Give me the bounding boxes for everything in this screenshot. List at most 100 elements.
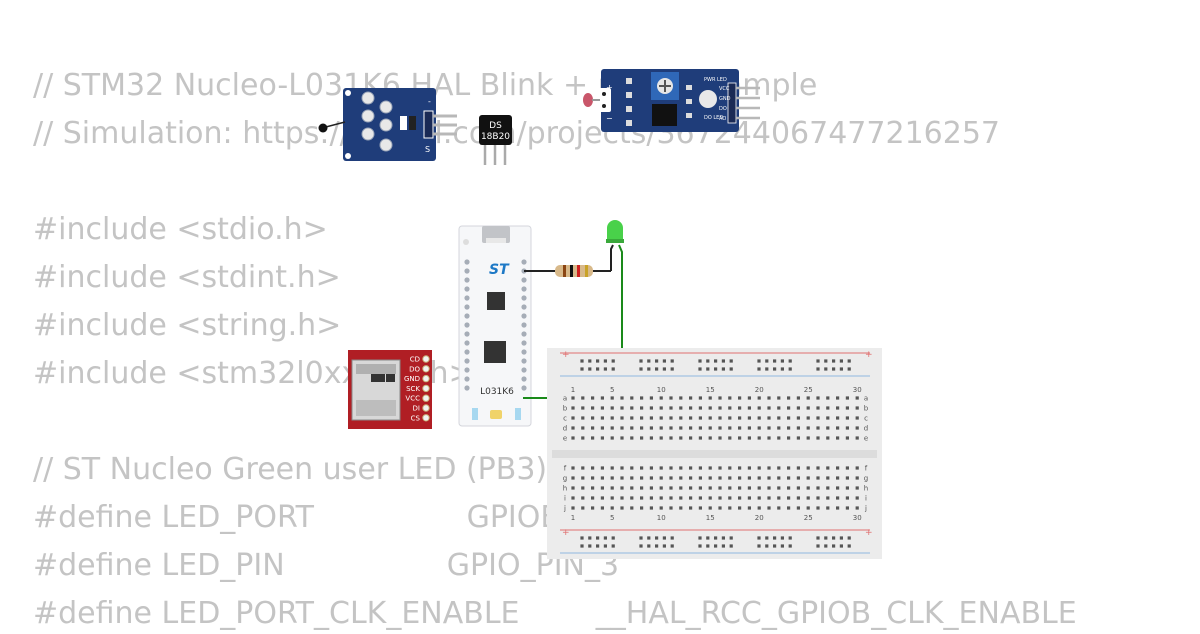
breadboard-hole[interactable] <box>777 406 781 410</box>
breadboard-hole[interactable] <box>689 506 693 510</box>
breadboard-hole[interactable] <box>571 486 575 490</box>
breadboard-hole[interactable] <box>816 536 820 540</box>
breadboard-hole[interactable] <box>714 367 718 371</box>
breadboard-hole[interactable] <box>806 486 810 490</box>
breadboard-hole[interactable] <box>845 506 849 510</box>
breadboard-hole[interactable] <box>718 486 722 490</box>
breadboard-hole[interactable] <box>757 396 761 400</box>
breadboard-hole[interactable] <box>639 359 643 363</box>
breadboard-hole[interactable] <box>855 506 859 510</box>
breadboard-hole[interactable] <box>591 406 595 410</box>
breadboard-hole[interactable] <box>780 367 784 371</box>
breadboard-hole[interactable] <box>796 476 800 480</box>
breadboard-hole[interactable] <box>757 416 761 420</box>
breadboard-hole[interactable] <box>708 496 712 500</box>
breadboard-hole[interactable] <box>640 496 644 500</box>
breadboard-hole[interactable] <box>728 496 732 500</box>
breadboard-hole[interactable] <box>647 536 651 540</box>
breadboard-hole[interactable] <box>706 367 710 371</box>
breadboard-hole[interactable] <box>816 496 820 500</box>
breadboard-hole[interactable] <box>839 544 843 548</box>
breadboard-hole[interactable] <box>630 496 634 500</box>
breadboard-hole[interactable] <box>610 486 614 490</box>
breadboard-hole[interactable] <box>777 476 781 480</box>
breadboard-hole[interactable] <box>689 416 693 420</box>
breadboard-hole[interactable] <box>796 406 800 410</box>
breadboard-hole[interactable] <box>747 416 751 420</box>
breadboard-hole[interactable] <box>773 536 777 540</box>
breadboard-hole[interactable] <box>806 396 810 400</box>
nucleo-pin[interactable] <box>464 385 470 391</box>
nucleo-pin[interactable] <box>464 268 470 274</box>
breadboard-hole[interactable] <box>718 396 722 400</box>
breadboard-hole[interactable] <box>600 416 604 420</box>
breadboard-hole[interactable] <box>816 396 820 400</box>
breadboard-hole[interactable] <box>787 496 791 500</box>
breadboard-hole[interactable] <box>591 486 595 490</box>
breadboard-hole[interactable] <box>640 436 644 440</box>
breadboard-hole[interactable] <box>845 416 849 420</box>
nucleo-pin[interactable] <box>521 385 527 391</box>
breadboard-hole[interactable] <box>630 406 634 410</box>
breadboard-hole[interactable] <box>773 359 777 363</box>
breadboard-hole[interactable] <box>824 544 828 548</box>
breadboard-hole[interactable] <box>767 486 771 490</box>
breadboard-hole[interactable] <box>649 486 653 490</box>
breadboard-hole[interactable] <box>832 544 836 548</box>
code-line[interactable]: #define LED_PORT GPIOB <box>33 500 561 535</box>
nucleo-pin[interactable] <box>521 349 527 355</box>
breadboard-hole[interactable] <box>787 426 791 430</box>
code-line[interactable]: // ST Nucleo Green user LED (PB3) <box>33 452 548 487</box>
breadboard-hole[interactable] <box>767 416 771 420</box>
breadboard-hole[interactable] <box>787 466 791 470</box>
breadboard-hole[interactable] <box>765 359 769 363</box>
breadboard-hole[interactable] <box>816 406 820 410</box>
breadboard-hole[interactable] <box>708 476 712 480</box>
breadboard-hole[interactable] <box>679 496 683 500</box>
breadboard-hole[interactable] <box>698 496 702 500</box>
breadboard-hole[interactable] <box>729 536 733 540</box>
breadboard-hole[interactable] <box>698 506 702 510</box>
nucleo-right-header[interactable] <box>521 259 527 391</box>
breadboard-hole[interactable] <box>845 466 849 470</box>
breadboard-hole[interactable] <box>581 476 585 480</box>
breadboard-hole[interactable] <box>738 466 742 470</box>
breadboard-hole[interactable] <box>679 396 683 400</box>
breadboard-hole[interactable] <box>662 544 666 548</box>
breadboard-hole[interactable] <box>826 396 830 400</box>
breadboard-hole[interactable] <box>640 506 644 510</box>
breadboard-hole[interactable] <box>788 536 792 540</box>
breadboard-hole[interactable] <box>832 367 836 371</box>
breadboard-hole[interactable] <box>728 506 732 510</box>
breadboard-hole[interactable] <box>596 536 600 540</box>
breadboard-hole[interactable] <box>729 544 733 548</box>
breadboard-hole[interactable] <box>698 486 702 490</box>
breadboard-hole[interactable] <box>630 476 634 480</box>
breadboard-hole[interactable] <box>721 359 725 363</box>
breadboard-hole[interactable] <box>796 486 800 490</box>
breadboard-hole[interactable] <box>659 496 663 500</box>
code-line[interactable]: #include <stdio.h> <box>33 212 328 247</box>
breadboard-hole[interactable] <box>738 416 742 420</box>
breadboard-hole[interactable] <box>649 406 653 410</box>
breadboard-hole[interactable] <box>571 396 575 400</box>
breadboard-hole[interactable] <box>669 426 673 430</box>
breadboard-hole[interactable] <box>630 436 634 440</box>
breadboard-hole[interactable] <box>780 536 784 540</box>
nucleo-pin[interactable] <box>521 277 527 283</box>
breadboard-hole[interactable] <box>796 466 800 470</box>
breadboard-hole[interactable] <box>698 416 702 420</box>
breadboard-hole[interactable] <box>581 416 585 420</box>
breadboard-hole[interactable] <box>640 396 644 400</box>
breadboard-hole[interactable] <box>787 396 791 400</box>
breadboard-hole[interactable] <box>757 359 761 363</box>
breadboard-hole[interactable] <box>670 536 674 540</box>
breadboard-hole[interactable] <box>591 496 595 500</box>
breadboard-hole[interactable] <box>591 506 595 510</box>
breadboard-hole[interactable] <box>669 416 673 420</box>
breadboard-hole[interactable] <box>806 506 810 510</box>
breadboard-hole[interactable] <box>600 406 604 410</box>
breadboard-hole[interactable] <box>588 367 592 371</box>
breadboard-hole[interactable] <box>836 466 840 470</box>
